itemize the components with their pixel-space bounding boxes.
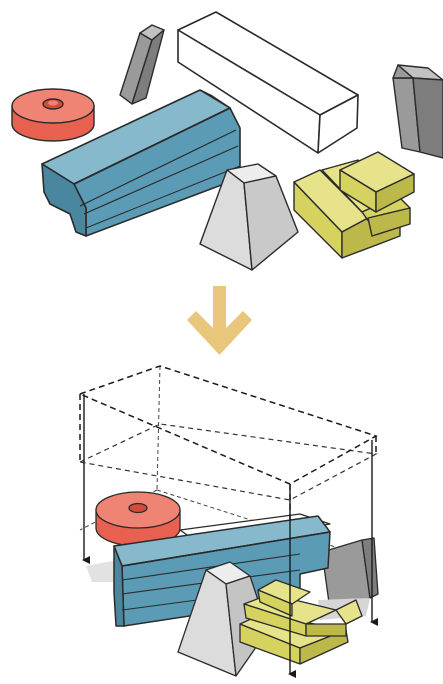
grey-slab (120, 25, 164, 104)
yellow-stack (294, 152, 414, 258)
red-cylinder (12, 89, 94, 141)
grey-cube (393, 65, 443, 158)
down-arrow-icon (187, 286, 252, 355)
bottom-group (80, 366, 378, 676)
top-group (12, 12, 443, 270)
bounding-box-mid (80, 424, 376, 500)
